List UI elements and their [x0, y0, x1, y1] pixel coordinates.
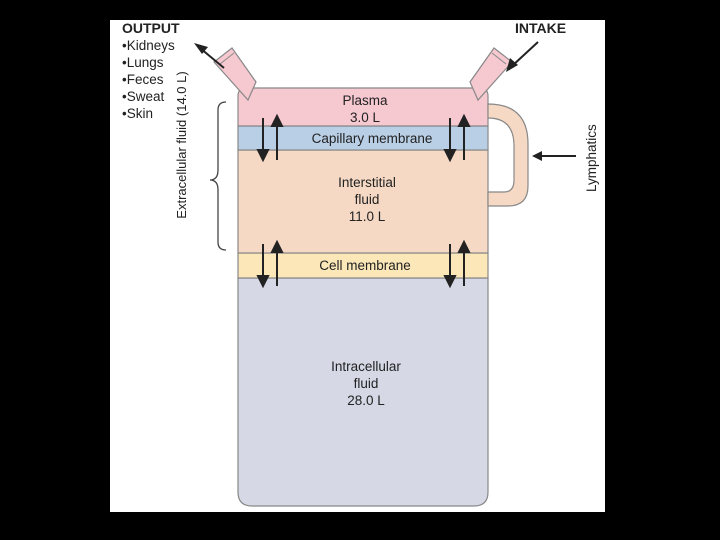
extracellular-brace [209, 101, 227, 251]
capillary-exchange-arrows-left [256, 113, 284, 163]
intracellular-label-line1: Intracellular [331, 359, 401, 374]
interstitial-label-line2: fluid [354, 192, 380, 207]
cell-exchange-arrows-right [443, 239, 471, 289]
output-item-skin: •Skin [122, 106, 153, 121]
cell-membrane-band [237, 252, 489, 279]
extracellular-fluid-label: Extracellular fluid (14.0 L) [174, 71, 189, 219]
capillary-membrane-band [237, 125, 489, 151]
intake-title: INTAKE [515, 20, 567, 36]
capillary-exchange-arrows-right [443, 113, 471, 163]
interstitial-label-line1: Interstitial [338, 175, 396, 190]
output-item-lungs: •Lungs [122, 55, 164, 70]
intake-arrow [506, 41, 539, 72]
lymphatics-arrow [532, 151, 576, 161]
interstitial-compartment [237, 149, 489, 254]
fluid-compartment-diagram [194, 41, 576, 507]
plasma-volume: 3.0 L [349, 110, 381, 125]
cell-exchange-arrows-left [256, 239, 284, 289]
output-arrow [194, 43, 225, 69]
slide: OUTPUT •Kidneys •Lungs •Feces •Sweat •Sk… [110, 20, 605, 512]
intake-pipe [469, 47, 513, 102]
output-pipe [213, 47, 257, 102]
output-title: OUTPUT [122, 20, 180, 36]
interstitial-volume: 11.0 L [348, 209, 386, 224]
lymphatic-loop [487, 103, 529, 207]
capillary-membrane-label: Capillary membrane [311, 131, 433, 146]
cell-membrane-label: Cell membrane [319, 258, 411, 273]
intracellular-volume: 28.0 L [347, 393, 385, 408]
plasma-label: Plasma [342, 93, 388, 108]
output-item-kidneys: •Kidneys [122, 38, 175, 53]
intracellular-compartment [237, 277, 489, 507]
lymphatics-label: Lymphatics [584, 124, 599, 192]
output-item-sweat: •Sweat [122, 89, 165, 104]
output-item-feces: •Feces [122, 72, 164, 87]
intracellular-label-line2: fluid [353, 376, 379, 391]
